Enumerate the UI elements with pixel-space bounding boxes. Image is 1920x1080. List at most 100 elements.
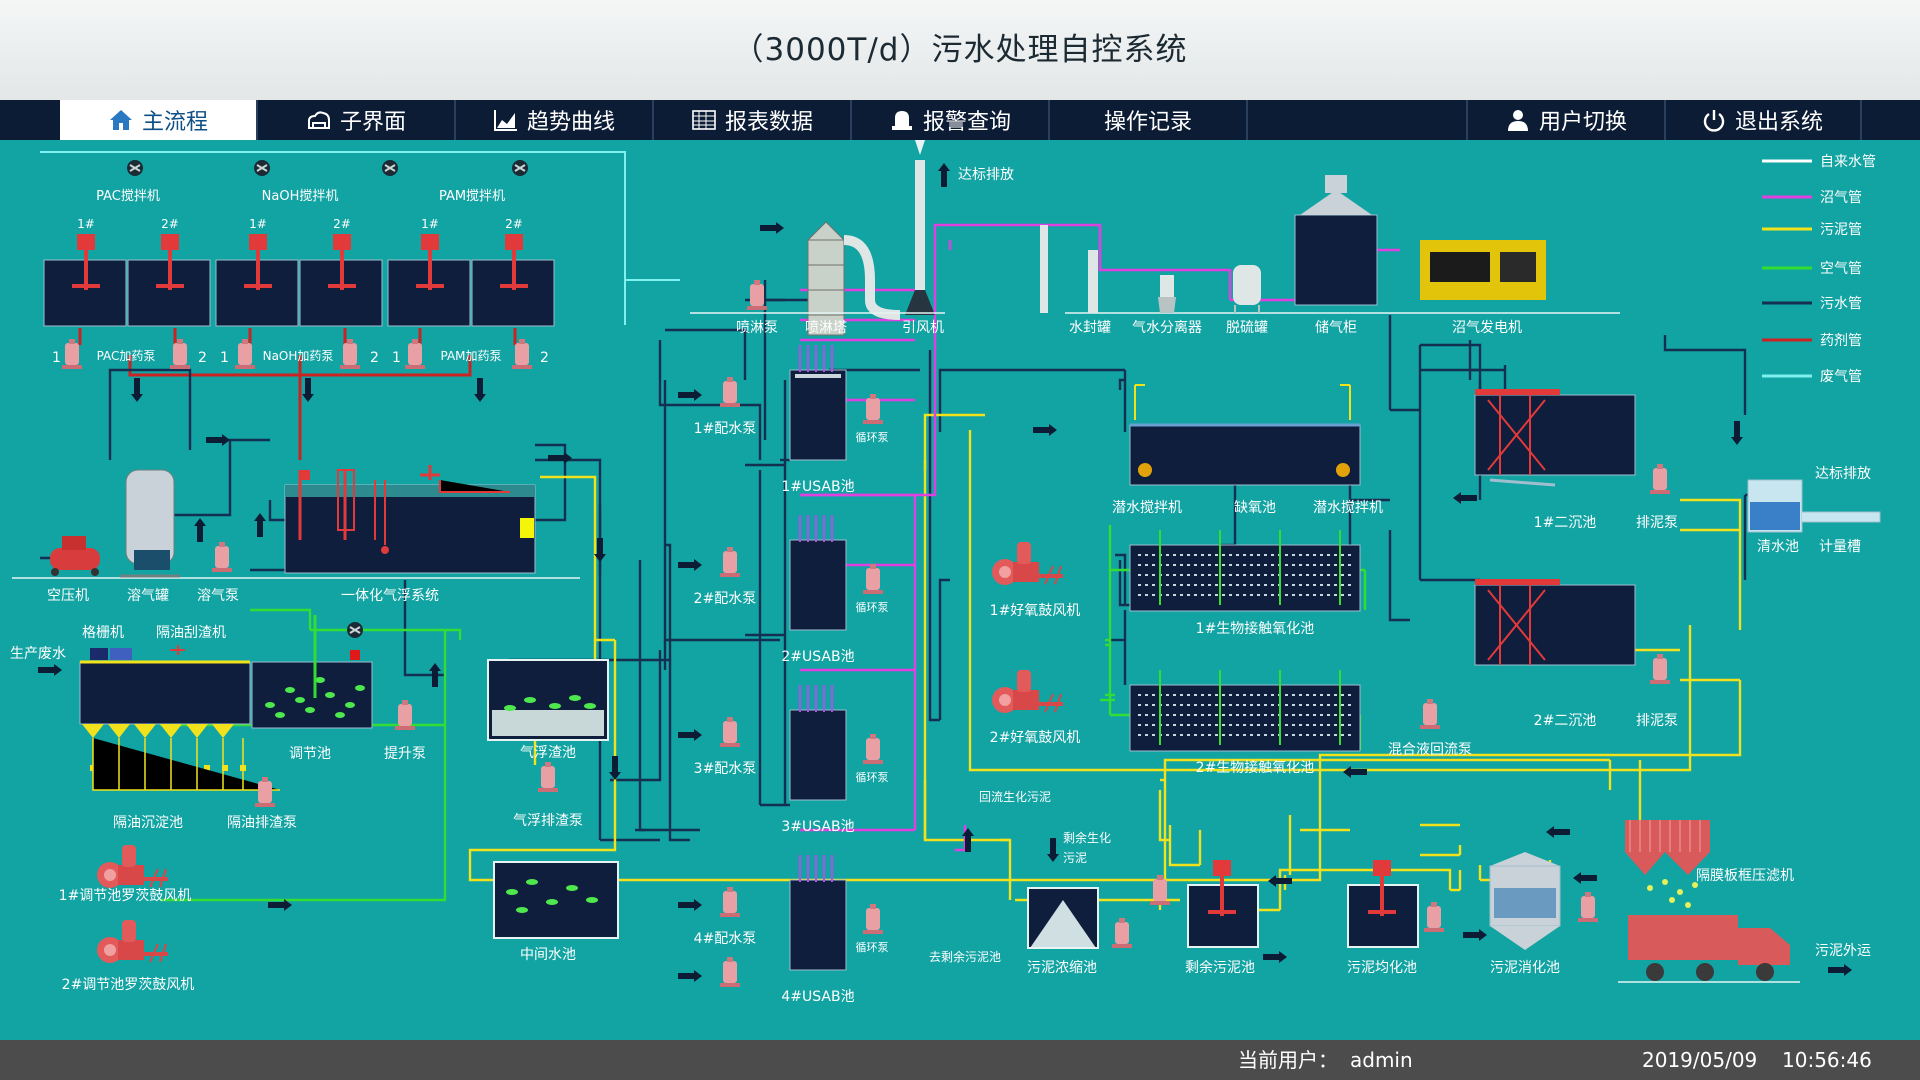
separator-label: 气水分离器	[1132, 319, 1202, 336]
dist-pump-2-icon[interactable]	[720, 547, 740, 577]
mixer-number: 1#	[249, 217, 267, 231]
mix-return-pump-icon[interactable]	[1420, 699, 1440, 729]
legend-item-wastewater: 污水管	[1762, 296, 1862, 312]
dist-pump-3-icon[interactable]	[720, 717, 740, 747]
sludge-pump-icon[interactable]	[1424, 902, 1444, 932]
usab-4[interactable]	[789, 855, 847, 971]
tab-exit-system[interactable]: 退出系统	[1664, 100, 1862, 140]
roots-blower-1-icon[interactable]	[95, 843, 170, 890]
spray-pump-label: 喷淋泵	[736, 320, 778, 336]
flow-arrow-icon	[678, 899, 702, 911]
oil-pump-icon[interactable]	[255, 777, 275, 807]
tab-operation-log[interactable]: 操作记录	[1050, 100, 1248, 140]
exhaust-discharge-label: 达标排放	[958, 167, 1014, 183]
air-compressor-label: 空压机	[47, 588, 89, 604]
submersible-mixer-icon[interactable]	[1336, 384, 1351, 477]
oil-separation-tank[interactable]	[79, 645, 251, 738]
usab-label: 2#USAB池	[781, 649, 854, 665]
pump-number: 2	[370, 350, 379, 366]
blower1-label: 1#调节池罗茨鼓风机	[59, 888, 192, 904]
clarifier-label: 1#二沉池	[1534, 515, 1597, 531]
bio-contact-tank-1[interactable]	[1129, 530, 1361, 612]
tab-main-flow[interactable]: 主流程	[60, 100, 258, 140]
gas-water-separator[interactable]	[1158, 275, 1176, 313]
flow-arrow-icon	[760, 222, 784, 234]
tab-alarm-query[interactable]: 报警查询	[852, 100, 1050, 140]
circ-pump-label: 循环泵	[856, 601, 889, 614]
tab-report-data[interactable]: 报表数据	[654, 100, 852, 140]
naoh-pump-icon[interactable]	[340, 339, 360, 369]
sludge-truck[interactable]	[1628, 915, 1790, 981]
naoh-pump-label: NaOH加药泵	[263, 349, 334, 363]
circ-pump-icon[interactable]	[863, 904, 883, 934]
mixer-motor-icon[interactable]	[126, 159, 144, 177]
sludge-pump-icon[interactable]	[1650, 654, 1670, 684]
digester-label: 污泥消化池	[1490, 960, 1560, 976]
circ-pump-icon[interactable]	[863, 394, 883, 424]
circ-pump-icon[interactable]	[863, 734, 883, 764]
regulating-tank[interactable]	[251, 615, 373, 729]
dist-pump-label: 4#配水泵	[694, 931, 757, 947]
pac-pump-icon[interactable]	[170, 339, 190, 369]
roots-blower-2-icon[interactable]	[95, 918, 170, 965]
sludge-transfer-pump-icon[interactable]	[1112, 918, 1132, 948]
water-seal-tank[interactable]	[1040, 225, 1048, 313]
circ-pump-icon[interactable]	[863, 564, 883, 594]
air-pump-icon[interactable]	[212, 542, 232, 572]
sludge-pump-icon[interactable]	[1650, 464, 1670, 494]
water-seal-tank[interactable]	[1088, 250, 1098, 313]
excess-sludge-tank[interactable]	[1187, 858, 1259, 948]
pump-icon[interactable]	[720, 957, 740, 987]
pam-pump-icon[interactable]	[405, 339, 425, 369]
bio-tank-label: 1#生物接触氧化池	[1196, 620, 1315, 637]
naoh-pump-icon[interactable]	[235, 339, 255, 369]
usab-label: 1#USAB池	[781, 479, 854, 495]
user-icon	[1507, 110, 1528, 131]
spray-tower[interactable]	[806, 221, 901, 336]
flow-arrow-icon	[678, 970, 702, 982]
process-flow-diagram: 自来水管 沼气管 污泥管 空气管 污水管 药剂管 废气管 PAC搅拌机 NaOH…	[10, 140, 1881, 1005]
mixer-motor-icon[interactable]	[511, 159, 529, 177]
aer-blower-label: 2#好氧鼓风机	[990, 730, 1081, 746]
tab-sub-interface[interactable]: 子界面	[258, 100, 456, 140]
excess-label: 污泥	[1063, 851, 1087, 865]
anoxic-tank[interactable]	[1129, 424, 1361, 486]
clear-water-tank[interactable]	[1747, 479, 1881, 533]
biogas-generator[interactable]	[1420, 240, 1546, 300]
tab-switch-user[interactable]: 用户切换	[1466, 100, 1666, 140]
motor-icon	[346, 621, 364, 639]
sludge-thickener[interactable]	[1027, 887, 1099, 949]
tab-trend-curve[interactable]: 趋势曲线	[456, 100, 654, 140]
pac-mixer-label: PAC搅拌机	[96, 188, 160, 204]
clarifier-2[interactable]	[1474, 579, 1636, 666]
sludge-homogenizing-tank[interactable]	[1347, 858, 1419, 948]
float-tank-label: 气浮渣池	[520, 745, 576, 761]
usab-2[interactable]	[789, 515, 847, 631]
status-date: 2019/05/09	[1642, 1048, 1758, 1072]
title-bar: （3000T/d）污水处理自控系统	[0, 0, 1920, 100]
mixer-motor-icon[interactable]	[253, 159, 271, 177]
sludge-digester[interactable]	[1489, 852, 1561, 950]
biogas-area: 水封罐 气水分离器 脱硫罐 储气柜 沼气发电机	[1040, 175, 1620, 336]
daf-unit[interactable]	[284, 465, 536, 574]
float-pump-icon[interactable]	[538, 762, 558, 792]
submersible-mixer-icon[interactable]	[1134, 384, 1152, 477]
dissolved-air-tank[interactable]	[120, 469, 180, 578]
scraper-label: 隔油刮渣机	[156, 625, 226, 641]
air-compressor[interactable]	[50, 536, 100, 576]
usab-1[interactable]	[789, 345, 847, 461]
usab-3[interactable]	[789, 685, 847, 801]
aeration-blower-2-icon[interactable]	[990, 668, 1065, 715]
gas-holder[interactable]	[1294, 175, 1378, 306]
desulfurization-tank[interactable]	[1233, 265, 1261, 313]
aeration-blower-1-icon[interactable]	[990, 540, 1065, 587]
dist-pump-4-icon[interactable]	[720, 887, 740, 917]
flow-arrow-icon	[1463, 929, 1487, 941]
dist-pump-1-icon[interactable]	[720, 377, 740, 407]
bio-contact-tank-2[interactable]	[1129, 670, 1361, 752]
mixer-motor-icon[interactable]	[381, 159, 399, 177]
sludge-pump-icon[interactable]	[1578, 892, 1598, 922]
filter-press[interactable]	[1625, 820, 1710, 875]
stack-chimney[interactable]	[905, 140, 935, 315]
clarifier-1[interactable]	[1474, 389, 1636, 487]
